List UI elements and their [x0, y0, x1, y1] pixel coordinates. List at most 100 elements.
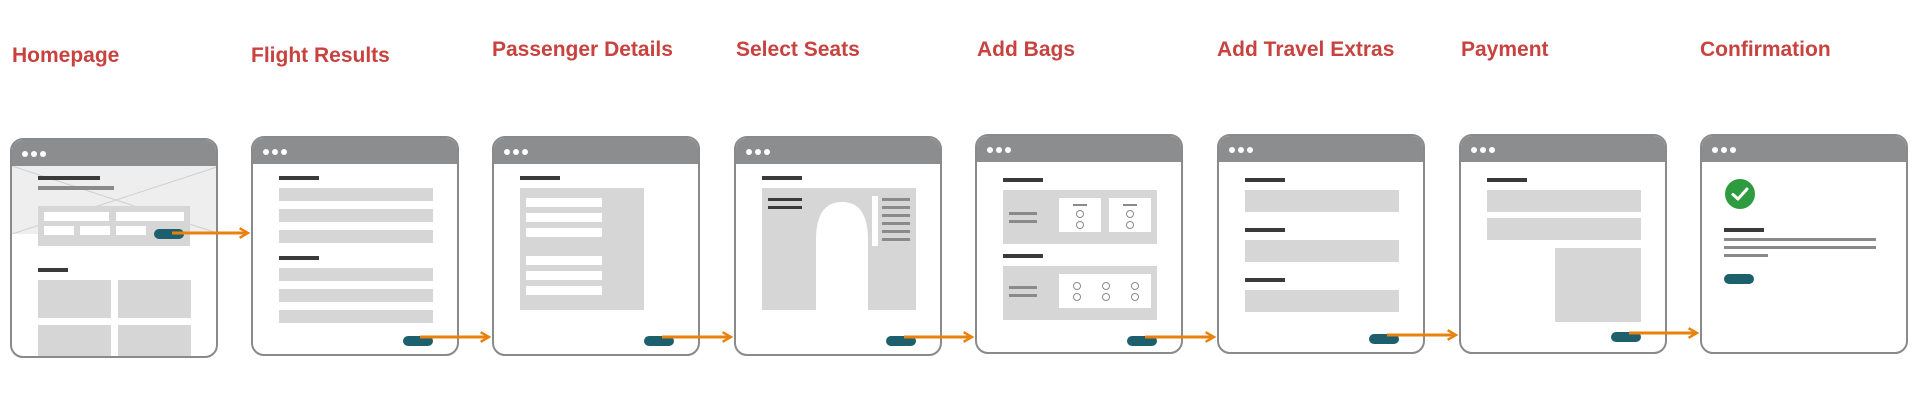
- payment-field-placeholder: [1487, 218, 1641, 240]
- flight-results-wireframe: [251, 136, 459, 356]
- seat-row-line: [882, 222, 910, 225]
- select-seats-wireframe: [734, 136, 942, 356]
- window-dot: [755, 149, 761, 155]
- window-bar: [12, 140, 216, 166]
- window-dot: [1005, 147, 1011, 153]
- confirmation-text-line: [1724, 238, 1876, 241]
- result-row-placeholder: [279, 230, 433, 243]
- window-dot: [1730, 147, 1736, 153]
- extra-option-placeholder: [1245, 190, 1399, 212]
- payment-field-placeholder: [1487, 190, 1641, 212]
- seat-row-line: [882, 198, 910, 201]
- bag-circle-icon: [1076, 221, 1084, 229]
- aircraft-cabin-shape: [816, 202, 868, 310]
- window-dots-icon: [22, 151, 28, 157]
- homepage-wireframe: [10, 138, 218, 358]
- section-heading-line: [279, 256, 319, 260]
- window-dot: [513, 149, 519, 155]
- window-dots-icon: [987, 147, 993, 153]
- window-dots-icon: [504, 149, 510, 155]
- result-row-placeholder: [279, 268, 433, 281]
- legend-line: [768, 206, 802, 209]
- window-bar: [977, 136, 1181, 162]
- window-bar: [253, 138, 457, 164]
- bag-circle-icon: [1102, 293, 1110, 301]
- result-row-placeholder: [279, 310, 433, 323]
- window-dots-icon: [263, 149, 269, 155]
- window-dot: [1480, 147, 1486, 153]
- window-bar: [1461, 136, 1665, 162]
- payment-summary-placeholder: [1555, 248, 1641, 322]
- window-dot: [272, 149, 278, 155]
- confirmation-text-line: [1724, 254, 1768, 257]
- bag-circle-icon: [1073, 293, 1081, 301]
- window-dot: [281, 149, 287, 155]
- card-placeholder: [38, 280, 111, 318]
- form-field: [44, 226, 74, 235]
- window-bar: [494, 138, 698, 164]
- bag-circle-icon: [1131, 293, 1139, 301]
- confirmation-wireframe: [1700, 134, 1908, 354]
- section-heading-line: [1003, 254, 1043, 258]
- form-field: [116, 226, 146, 235]
- section-heading-line: [1245, 278, 1285, 282]
- window-dot: [1238, 147, 1244, 153]
- window-dot: [31, 151, 37, 157]
- card-placeholder: [118, 280, 191, 318]
- continue-button: [886, 336, 916, 346]
- search-button: [154, 229, 184, 239]
- section-heading-line: [279, 176, 319, 180]
- bag-circle-icon: [1102, 282, 1110, 290]
- bag-option-line: [1123, 204, 1137, 206]
- legend-line: [768, 198, 802, 201]
- bag-option-card: [1059, 274, 1151, 308]
- window-dots-icon: [1229, 147, 1235, 153]
- form-field: [526, 286, 602, 295]
- extra-option-placeholder: [1245, 240, 1399, 262]
- done-button: [1724, 274, 1754, 284]
- section-heading-line: [1003, 178, 1043, 182]
- seat-row-line: [882, 214, 910, 217]
- seat-row-line: [882, 238, 910, 241]
- step-title-flight-results: Flight Results: [251, 44, 390, 67]
- section-heading-line: [38, 268, 68, 272]
- extra-option-placeholder: [1245, 290, 1399, 312]
- bag-label-line: [1009, 294, 1037, 297]
- section-heading-line: [1245, 178, 1285, 182]
- form-field: [116, 212, 184, 221]
- continue-button: [403, 336, 433, 346]
- confirmation-heading-line: [1724, 228, 1764, 232]
- check-circle-icon: [1725, 179, 1755, 209]
- window-dot: [1247, 147, 1253, 153]
- form-field: [80, 226, 110, 235]
- card-placeholder: [38, 325, 111, 356]
- window-dot: [996, 147, 1002, 153]
- bag-circle-icon: [1131, 282, 1139, 290]
- bag-label-line: [1009, 286, 1037, 289]
- bag-option-line: [1073, 204, 1087, 206]
- bag-circle-icon: [1126, 221, 1134, 229]
- seat-column: [872, 196, 878, 246]
- step-title-payment: Payment: [1461, 38, 1549, 61]
- window-dot: [40, 151, 46, 157]
- window-dot: [1721, 147, 1727, 153]
- window-dots-icon: [1712, 147, 1718, 153]
- continue-button: [1369, 334, 1399, 344]
- add-bags-wireframe: [975, 134, 1183, 354]
- form-field: [526, 228, 602, 237]
- hero-heading-line: [38, 176, 100, 180]
- window-dots-icon: [1471, 147, 1477, 153]
- form-field: [526, 198, 602, 207]
- result-row-placeholder: [279, 289, 433, 302]
- window-bar: [1702, 136, 1906, 162]
- seat-row-line: [882, 206, 910, 209]
- result-row-placeholder: [279, 188, 433, 201]
- hero-subheading-line: [38, 186, 114, 190]
- continue-button: [1127, 336, 1157, 346]
- payment-wireframe: [1459, 134, 1667, 354]
- window-bar: [736, 138, 940, 164]
- continue-button: [644, 336, 674, 346]
- step-title-select-seats: Select Seats: [736, 38, 860, 61]
- step-title-confirmation: Confirmation: [1700, 38, 1831, 61]
